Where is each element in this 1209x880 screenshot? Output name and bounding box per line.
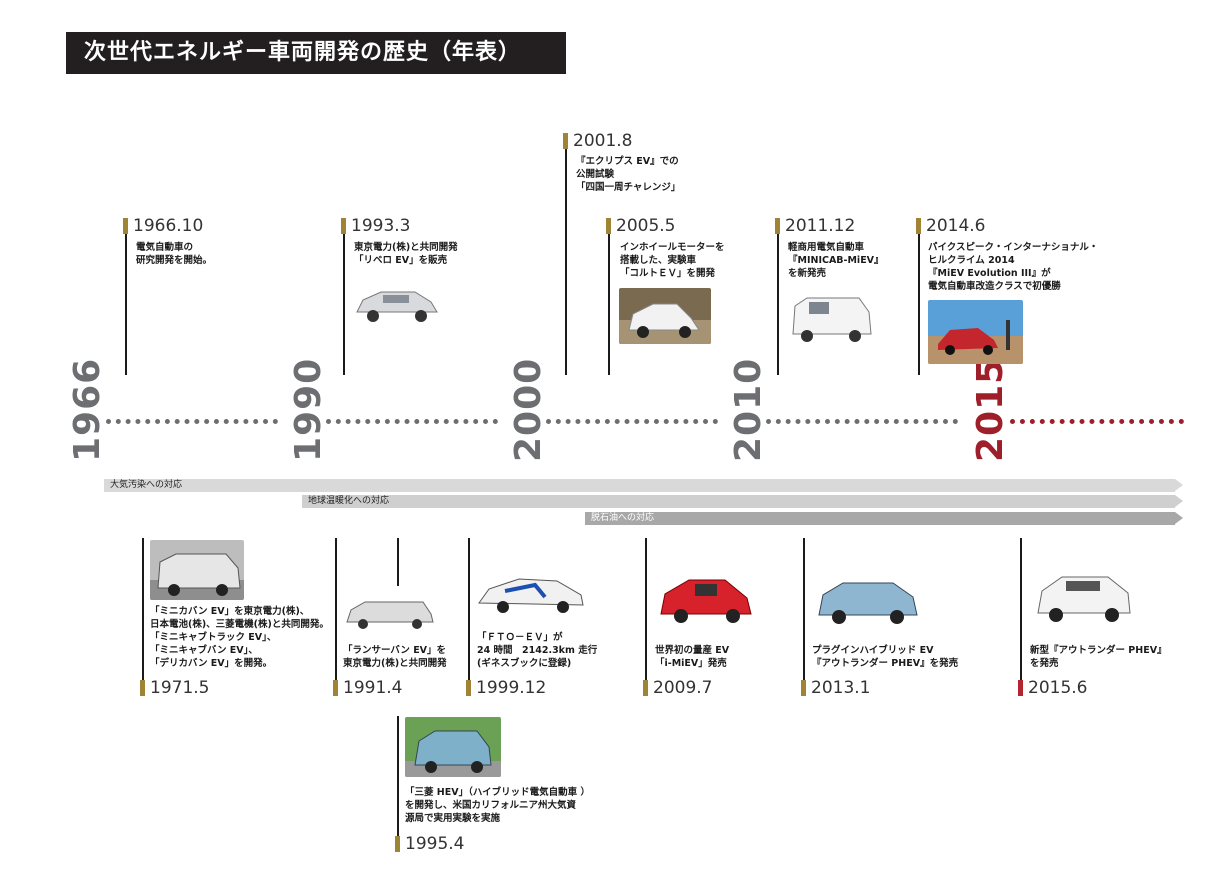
car-photo: [343, 590, 435, 634]
timeline-dots: [546, 419, 718, 424]
year-1990: 1990: [288, 357, 329, 462]
event-date: 1999.12: [466, 679, 546, 697]
event-line: [125, 218, 127, 375]
event-date: 1971.5: [140, 679, 209, 697]
event-line: [565, 133, 567, 375]
car-photo: [655, 572, 758, 628]
event-date: 2014.6: [916, 217, 985, 235]
event-date: 1993.3: [341, 217, 410, 235]
year-2015: 2015: [970, 357, 1011, 462]
event-date: 2009.7: [643, 679, 712, 697]
event-desc: インホイールモーターを 搭載した、実験車 「コルトＥＶ」を開発: [620, 242, 725, 279]
year-1966: 1966: [67, 357, 108, 462]
car-photo: [405, 717, 501, 777]
band-air-pollution: 大気汚染への対応: [104, 479, 1183, 492]
event-desc: 「ミニカバン EV」を東京電力(株)、 日本電池(株)、三菱電機(株)と共同開発…: [150, 606, 329, 669]
band-oil-free: 脱石油への対応: [585, 512, 1183, 525]
event-desc: 「三菱 HEV」（ハイブリッド電気自動車 ） を開発し、米国カリフォルニア州大気…: [405, 787, 590, 824]
car-photo: [475, 567, 587, 619]
car-photo: [813, 573, 923, 629]
event-line: [397, 538, 399, 586]
event-line: [803, 538, 805, 695]
timeline-dots: [766, 419, 958, 424]
car-photo: [787, 292, 875, 346]
event-desc: 東京電力(株)と共同開発 「リベロ EV」を販売: [354, 242, 458, 266]
event-desc: 「ランサーバン EV」を 東京電力(株)と共同開発: [343, 645, 447, 669]
event-date: 2015.6: [1018, 679, 1087, 697]
event-line: [343, 218, 345, 375]
event-desc: 『エクリプス EV』での 公開試験 「四国一周チャレンジ」: [576, 156, 681, 193]
car-photo: [351, 278, 441, 328]
event-desc: 新型『アウトランダー PHEV』 を発売: [1030, 645, 1167, 669]
timeline-dots: [326, 419, 498, 424]
event-line: [335, 538, 337, 695]
event-line: [1020, 538, 1022, 695]
car-photo: [150, 540, 244, 600]
event-date: 1995.4: [395, 835, 464, 853]
band-global-warming: 地球温暖化への対応: [302, 495, 1183, 508]
car-photo: [619, 288, 711, 344]
event-date: 2013.1: [801, 679, 870, 697]
timeline-dots: [1010, 419, 1184, 424]
event-date: 1966.10: [123, 217, 203, 235]
event-line: [397, 716, 399, 851]
event-desc: プラグインハイブリッド EV 『アウトランダー PHEV』を発売: [812, 645, 959, 669]
race-photo: [928, 300, 1023, 364]
year-2000: 2000: [508, 357, 549, 462]
event-date: 2005.5: [606, 217, 675, 235]
timeline-dots: [106, 419, 278, 424]
event-line: [645, 538, 647, 695]
event-line: [608, 218, 610, 375]
event-desc: 軽商用電気自動車 『MINICAB-MiEV』 を新発売: [788, 242, 884, 279]
event-desc: 世界初の量産 EV 「i-MiEV」発売: [655, 645, 730, 669]
event-desc: 「ＦＴＯ－ＥＶ」が 24 時間 2142.3km 走行 (ギネスブックに登録): [477, 632, 598, 669]
event-date: 2011.12: [775, 217, 855, 235]
event-line: [142, 538, 144, 695]
page-title: 次世代エネルギー車両開発の歴史（年表）: [66, 32, 566, 74]
year-2010: 2010: [728, 357, 769, 462]
event-date: 1991.4: [333, 679, 402, 697]
event-date: 2001.8: [563, 132, 632, 150]
car-photo: [1032, 567, 1136, 627]
event-desc: パイクスピーク・インターナショナル・ ヒルクライム 2014 『MiEV Evo…: [928, 242, 1099, 292]
event-line: [918, 218, 920, 375]
event-line: [468, 538, 470, 695]
event-line: [777, 218, 779, 375]
event-desc: 電気自動車の 研究開発を開始。: [136, 242, 213, 266]
